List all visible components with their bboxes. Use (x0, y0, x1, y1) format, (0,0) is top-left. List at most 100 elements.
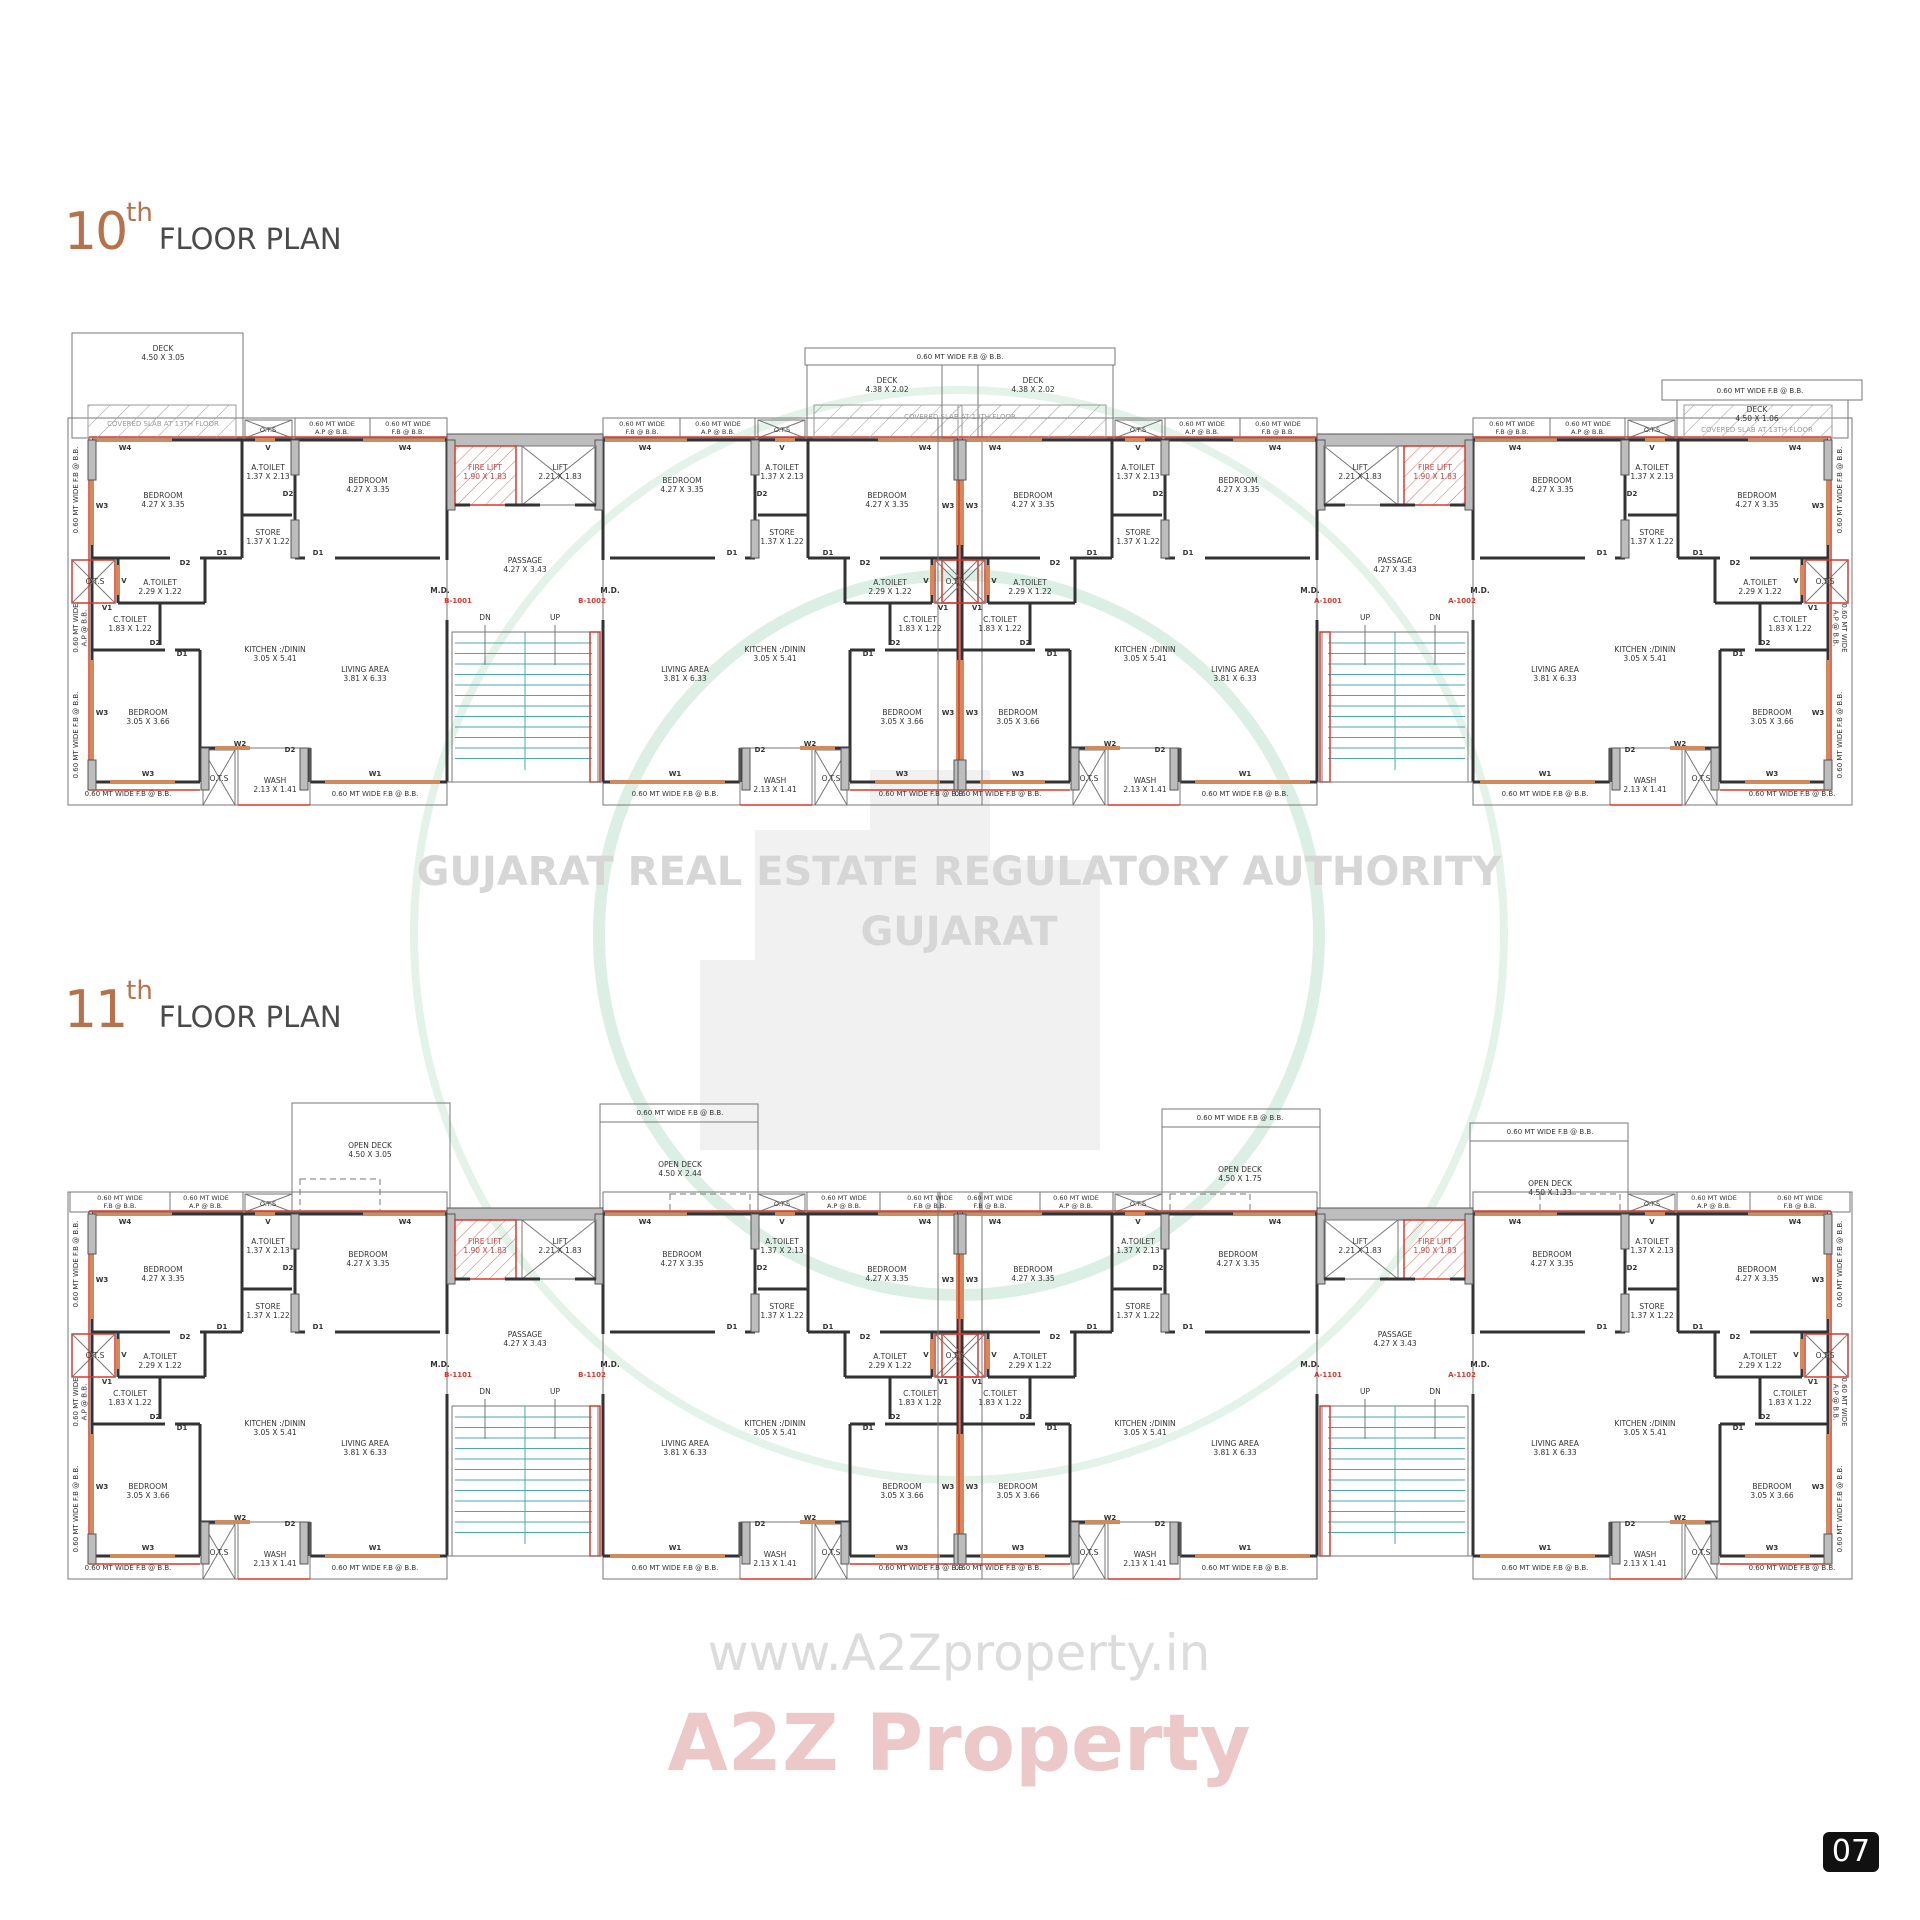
column (741, 1521, 751, 1565)
stair-down-label: DN (1429, 1387, 1440, 1396)
strip-label: 0.60 MT WIDE F.B @ B.B. (1502, 790, 1589, 798)
fixture-label: V (779, 1218, 785, 1226)
fixture-label: D1 (217, 549, 228, 557)
column (750, 1293, 760, 1333)
fb-strip (1239, 417, 1318, 439)
core-wall (446, 439, 456, 511)
fixture-label: D2 (1625, 1520, 1636, 1528)
plan-text-layer: GUJARAT REAL ESTATE REGULATORY AUTHORITY… (72, 344, 1848, 1789)
fixture-label: W2 (1674, 1514, 1687, 1522)
floor-suffix: th (126, 976, 153, 1006)
stair-down-label: DN (479, 1387, 490, 1396)
ots-label: O.T.S (260, 1200, 276, 1208)
fire-lift-shaft (454, 1219, 517, 1280)
unit-number-label: B-1101 (444, 1371, 472, 1379)
fixture-label: W3 (96, 1483, 109, 1491)
ots-shaft (941, 559, 986, 604)
ots-cross (1114, 1193, 1163, 1213)
fixture-label: W2 (234, 1514, 247, 1522)
fixture-label: D2 (1760, 1413, 1771, 1421)
stamp-bottom-text: GUJARAT (860, 909, 1058, 955)
column (957, 439, 967, 481)
ots-label: O.T.S (1644, 426, 1660, 434)
fb-strip (599, 1103, 759, 1123)
fixture-label: W4 (1789, 444, 1802, 452)
column (1070, 1521, 1080, 1565)
unit-number-label: B-1002 (578, 597, 606, 605)
fixture-label: D2 (755, 746, 766, 754)
ots-cross (1072, 1523, 1106, 1580)
fixture-label: D2 (1627, 1264, 1638, 1272)
fixture-label: W3 (142, 1544, 155, 1552)
fixture-label: D1 (177, 650, 188, 658)
fixture-label: D1 (823, 549, 834, 557)
watermark-site-text: www.A2Zproperty.in (708, 1624, 1211, 1682)
fixture-label: D1 (823, 1323, 834, 1331)
ots-cross (814, 749, 848, 806)
fixture-label: D2 (180, 559, 191, 567)
fixture-label: W3 (942, 709, 955, 717)
fixture-label: V1 (972, 604, 982, 612)
ots-cross (244, 419, 293, 439)
stamp-ring-text: GUJARAT REAL ESTATE REGULATORY AUTHORITY (417, 849, 1503, 895)
lift-cross (1323, 445, 1399, 506)
fixture-label: W3 (966, 1483, 979, 1491)
fixture-label: D1 (313, 1323, 324, 1331)
fixture-label: D1 (1597, 549, 1608, 557)
fixture-label: V (991, 1351, 997, 1359)
fixture-label: V1 (102, 1378, 112, 1386)
deck-slab-outline (1539, 1193, 1621, 1213)
core-wall (1464, 439, 1474, 511)
ap-strip (169, 1191, 244, 1213)
unit-number-label: A-1001 (1314, 597, 1342, 605)
fixture-label: W2 (1104, 1514, 1117, 1522)
ots-label: O.T.S (1816, 577, 1835, 586)
fixture-label: W1 (369, 770, 382, 778)
fixture-label: W4 (399, 444, 412, 452)
fixture-label: D1 (1087, 549, 1098, 557)
core-wall (446, 433, 604, 447)
main-door-label: M.D. (1470, 1360, 1490, 1369)
column (1620, 519, 1630, 559)
ots-cross (757, 1193, 806, 1213)
column (87, 759, 97, 791)
floor-suffix: th (126, 198, 153, 228)
column (1169, 747, 1179, 791)
ots-label: O.T.S (1130, 1200, 1146, 1208)
fixture-label: W1 (1539, 770, 1552, 778)
fixture-label: V (991, 577, 997, 585)
ots-cross (202, 1523, 236, 1580)
covered-slab-hatch (1683, 404, 1833, 439)
strip-label: 0.60 MT WIDE F.B @ B.B. (1749, 1564, 1836, 1572)
